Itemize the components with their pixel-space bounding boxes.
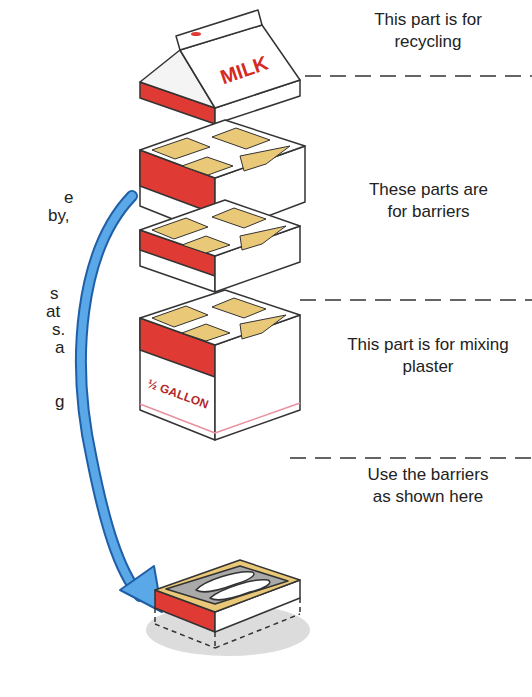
section-label: Use the barriers as shown here: [357, 464, 499, 508]
cut-text-fragment: e: [64, 187, 73, 209]
cut-text-fragment: s.: [52, 319, 65, 341]
carton-sections: [140, 10, 305, 440]
cut-text-fragment: a: [55, 337, 64, 359]
section-label: These parts are for barriers: [365, 179, 492, 223]
dashed-separators: [290, 76, 532, 458]
cut-text-fragment: by,: [48, 205, 69, 227]
section-label: This part is for mixing plaster: [347, 334, 509, 378]
plaster-tray: [146, 560, 310, 656]
cut-text-fragment: s: [50, 283, 59, 305]
cut-text-fragment: g: [55, 391, 64, 413]
cut-text-fragment: at: [46, 301, 60, 323]
section-label: This part is for recycling: [347, 9, 509, 53]
blue-arrow: [81, 196, 162, 612]
